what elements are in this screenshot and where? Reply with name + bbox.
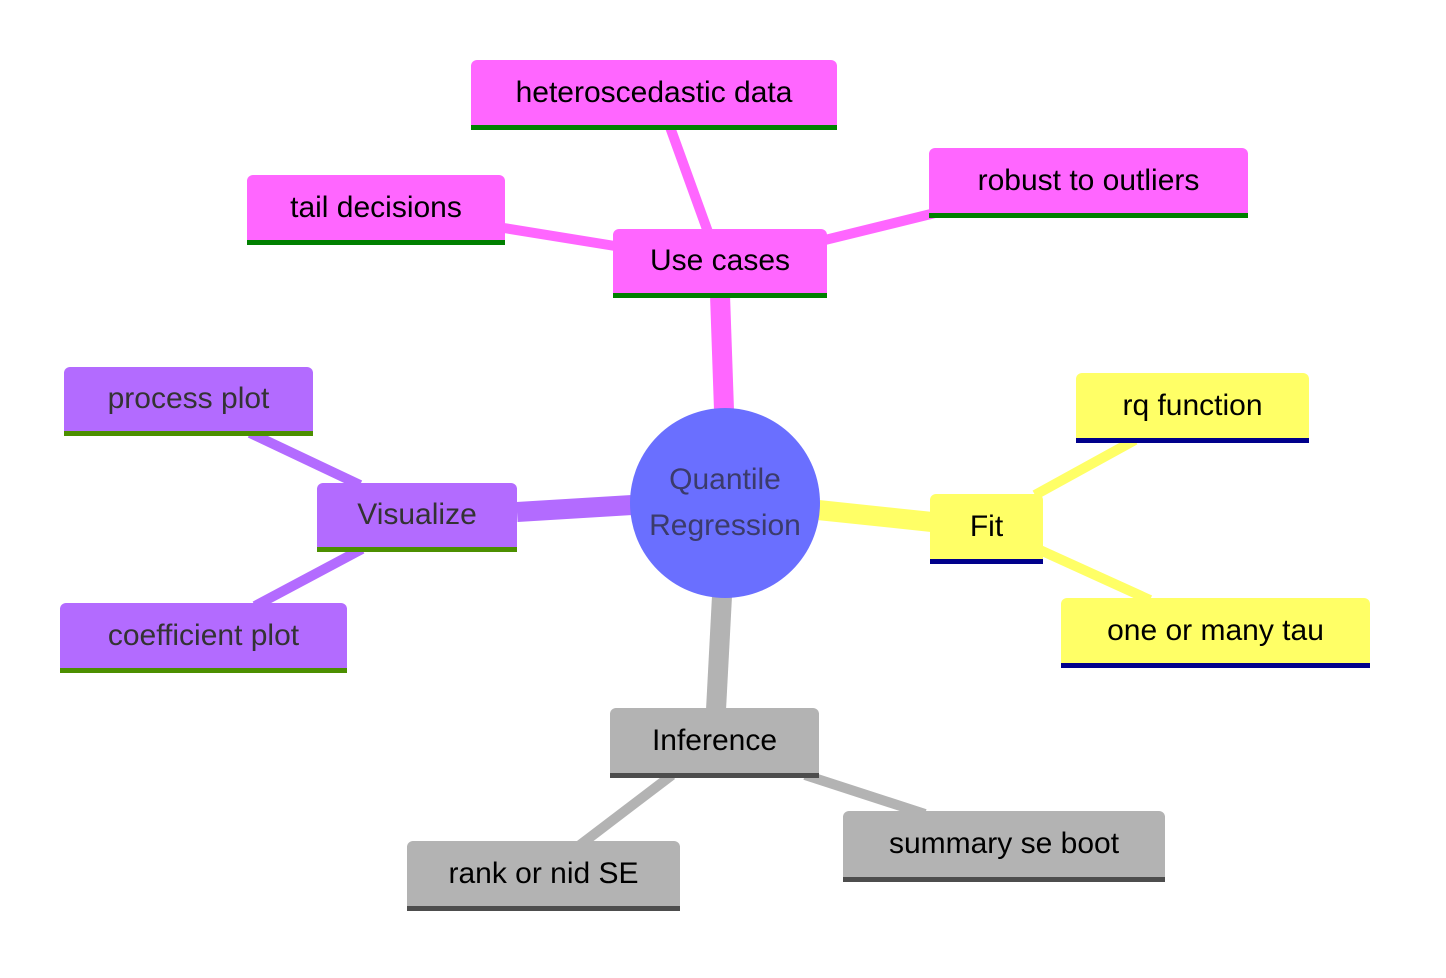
branch-inference-label: Inference [651, 723, 778, 757]
branch-fit-label: Fit [969, 509, 1004, 543]
leaf-rq-function: rq function [1076, 373, 1309, 443]
leaf-tail-decisions: tail decisions [247, 175, 505, 245]
leaf-robust-to-outliers: robust to outliers [929, 148, 1248, 218]
branch-visualize: Visualize [317, 483, 517, 552]
leaf-robust-to-outliers-label: robust to outliers [977, 163, 1200, 197]
edge-use-cases-tail [503, 223, 616, 251]
edge-fit-rq [1032, 435, 1138, 500]
branch-use-cases-label: Use cases [649, 244, 791, 277]
edge-root-use-cases [710, 294, 734, 411]
edge-inference-summary [803, 770, 927, 819]
branch-inference: Inference [610, 708, 819, 778]
branch-use-cases: Use cases [613, 229, 827, 298]
root-node: Quantile Regression [630, 408, 820, 598]
edge-root-fit [816, 500, 934, 532]
leaf-heteroscedastic-data-label: heteroscedastic data [515, 75, 793, 109]
leaf-rq-function-label: rq function [1122, 388, 1263, 422]
edge-visualize-coefficient [252, 544, 365, 611]
root-label-line1: Quantile [669, 463, 781, 496]
branch-fit: Fit [930, 494, 1043, 564]
leaf-one-or-many-tau-label: one or many tau [1107, 613, 1324, 647]
edge-root-inference [706, 595, 732, 711]
leaf-tail-decisions-label: tail decisions [290, 190, 462, 224]
edge-visualize-process [247, 428, 363, 490]
leaf-process-plot-label: process plot [107, 382, 270, 415]
leaf-rank-or-nid-se: rank or nid SE [407, 841, 680, 911]
leaf-one-or-many-tau: one or many tau [1061, 598, 1370, 668]
edge-inference-rank [576, 771, 676, 849]
leaf-summary-se-boot-label: summary se boot [888, 827, 1120, 860]
leaf-coefficient-plot-label: coefficient plot [107, 618, 300, 652]
leaf-rank-or-nid-se-label: rank or nid SE [448, 856, 639, 890]
edge-use-cases-heteroscedastic [665, 125, 713, 234]
branch-visualize-label: Visualize [357, 498, 477, 531]
edge-fit-tau [1037, 545, 1153, 605]
root-label-line2: Regression [649, 509, 801, 542]
leaf-coefficient-plot: coefficient plot [60, 603, 347, 673]
leaf-summary-se-boot: summary se boot [843, 811, 1165, 882]
edge-use-cases-robust [823, 208, 937, 245]
leaf-heteroscedastic-data: heteroscedastic data [471, 60, 837, 130]
edge-root-visualize [516, 495, 633, 522]
leaf-process-plot: process plot [64, 367, 313, 436]
